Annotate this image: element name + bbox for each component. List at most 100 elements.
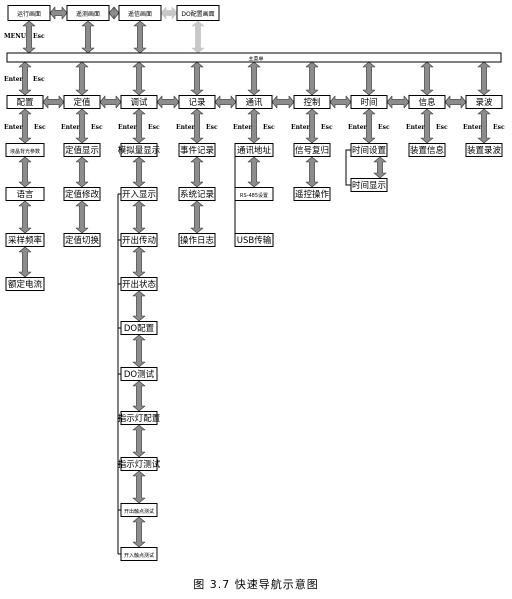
setting-arrow-0 (75, 156, 89, 188)
enter-label-1: Enter (61, 124, 81, 131)
comm-arrow-0 (247, 156, 261, 188)
top-box-2-frame (118, 5, 162, 21)
debug-arrow-7 (132, 470, 146, 504)
config-item-0-frame (5, 143, 45, 157)
info-item-0-label: 装置信息 (410, 145, 445, 156)
menu-box-8-label: 录波 (475, 97, 493, 108)
esc-label-6: Esc (378, 124, 390, 131)
menu-vert-arrow-8 (477, 61, 491, 96)
debug-item-5-label: DO测试 (124, 369, 155, 380)
time-item-0-label: 时间设置 (352, 145, 387, 156)
setting-item-2-label: 定值切换 (65, 235, 100, 246)
config-item-0: 液晶背光参数 (5, 143, 45, 157)
main-menu-bar: 主菜单 (6, 52, 502, 63)
menu-box-4-frame (235, 95, 273, 109)
top-esc-label: Esc (33, 33, 45, 40)
enter-label-6: Enter (348, 124, 368, 131)
debug-arrow-3 (132, 290, 146, 322)
top-box-0-frame (7, 5, 51, 21)
menu-vert-arrow-5 (305, 61, 319, 96)
debug-item-8: 开出触点测试 (120, 503, 158, 517)
comm-item-2-label: USB传输 (237, 235, 272, 246)
debug-item-7: 指示灯测试 (118, 457, 161, 471)
menu-h-arrow-1 (99, 95, 122, 109)
menu-box-0-frame (6, 95, 44, 109)
top-box-3-label: DO配置画面 (181, 11, 214, 18)
debug-item-1-label: 开入显示 (122, 190, 156, 200)
menu-box-5-frame (293, 95, 331, 109)
top-arrow-1 (108, 6, 120, 20)
esc-label-0: Esc (34, 124, 46, 131)
menu-h-arrow-3 (214, 95, 237, 109)
debug-item-1-frame (120, 187, 158, 201)
debug-item-7-label: 指示灯测试 (118, 459, 161, 470)
menu-box-5-label: 控制 (303, 97, 320, 108)
menu-box-6-frame (350, 95, 388, 109)
menu-h-arrow-2 (156, 95, 180, 109)
menu-box-1: 定值 (63, 95, 101, 109)
enter-label-8: Enter (463, 124, 483, 131)
comm-item-1-frame (234, 187, 274, 201)
menu-box-7-label: 信息 (418, 97, 436, 108)
config-item-2: 采样频率 (5, 233, 45, 247)
esc-label-3: Esc (206, 124, 218, 131)
info-item-0: 装置信息 (408, 143, 446, 157)
top-box-0: 运行画面 (7, 5, 51, 21)
debug-item-7-frame (120, 457, 158, 471)
menu-vert-arrow-1 (75, 61, 89, 96)
record-item-1-frame (178, 187, 216, 201)
debug-item-8-frame (120, 503, 158, 517)
enter-label-0: Enter (4, 124, 24, 131)
control-item-1-frame (293, 187, 331, 201)
record-item-2-label: 操作日志 (180, 235, 215, 246)
config-item-1: 语言 (5, 187, 45, 201)
menu-box-1-frame (63, 95, 101, 109)
wave-item-0-frame (465, 143, 503, 157)
menu-esc-label: Esc (33, 76, 45, 83)
top-box-2-label: 遥信画面 (128, 10, 152, 18)
menu-box-7-frame (408, 95, 446, 109)
figure-caption: 图 3.7 快速导航示意图 (193, 577, 319, 591)
wave-item-0: 装置录波 (465, 143, 503, 157)
menu-box-0: 配置 (6, 95, 44, 109)
time-bracket-line (345, 149, 351, 186)
debug-item-5-frame (120, 367, 158, 381)
time-item-1: 时间显示 (350, 178, 388, 192)
comm-item-0: 通讯地址 (234, 143, 274, 157)
debug-arrow-2 (132, 246, 146, 278)
record-item-2: 操作日志 (178, 233, 216, 247)
menu-box-0-label: 配置 (16, 98, 34, 108)
menu-box-5: 控制 (293, 95, 331, 109)
comm-item-1-label: RS-485设置 (240, 192, 268, 199)
top-box-1-label: 遥测画面 (76, 10, 100, 18)
setting-item-0-label: 定值显示 (65, 145, 99, 156)
enter-label-3: Enter (176, 124, 196, 131)
comm-item-0-frame (234, 143, 274, 157)
menu-vert-arrow-4 (247, 61, 261, 96)
enter-label-5: Enter (291, 124, 311, 131)
menu-box-3-frame (178, 95, 216, 109)
top-box-1: 遥测画面 (66, 5, 110, 21)
record-item-0-label: 事件记录 (180, 145, 215, 156)
time-item-0-frame (350, 143, 388, 157)
menu-box-4: 通讯 (235, 95, 273, 109)
debug-item-2-label: 开出传动 (122, 235, 157, 246)
debug-item-6: 指示灯配置 (118, 411, 161, 425)
config-item-1-label: 语言 (16, 189, 34, 200)
debug-item-4-label: DO配置 (124, 324, 155, 334)
debug-arrow-8 (132, 516, 146, 548)
top-vert-arrow-2 (133, 20, 147, 54)
config-arrow-0 (18, 156, 32, 188)
esc-label-1: Esc (91, 124, 103, 131)
time-item-0: 时间设置 (350, 143, 388, 157)
debug-item-4: DO配置 (120, 321, 158, 335)
config-item-2-frame (5, 233, 45, 247)
top-box-0-label: 运行画面 (17, 10, 41, 18)
debug-arrow-4 (132, 334, 146, 368)
menu-enter-label: Enter (4, 76, 24, 83)
debug-item-6-frame (120, 411, 158, 425)
debug-item-3-frame (120, 277, 158, 291)
esc-label-7: Esc (436, 124, 448, 131)
config-arrow-2 (18, 246, 32, 278)
